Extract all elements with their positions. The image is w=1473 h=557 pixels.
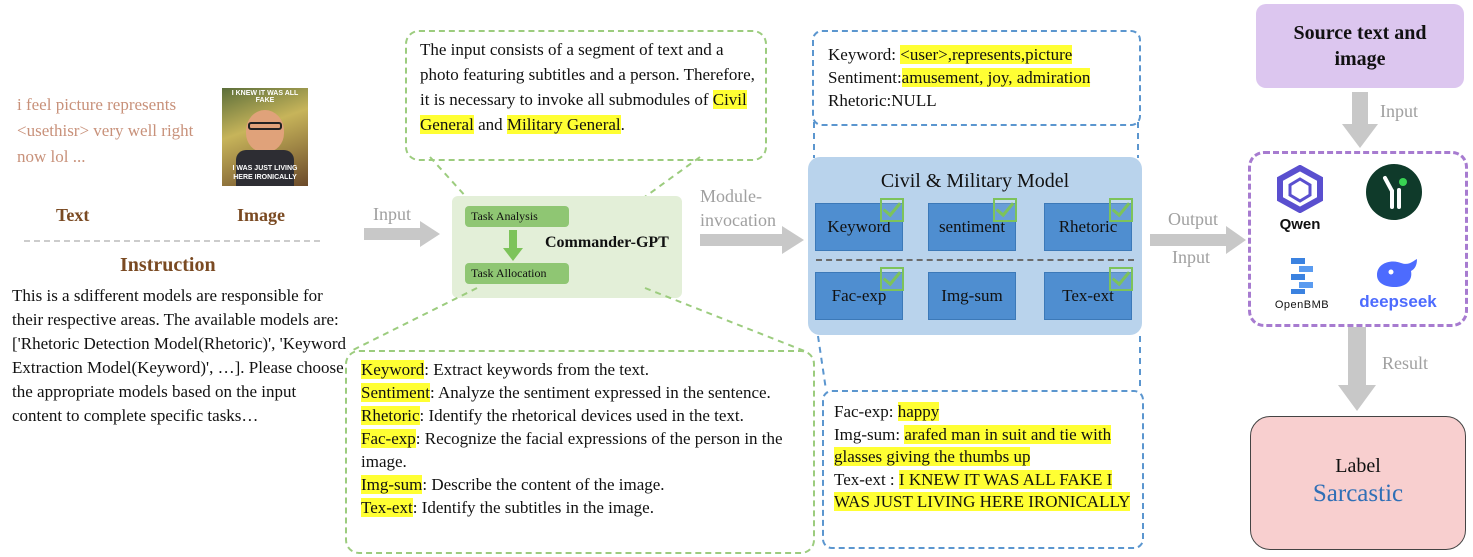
civil-military-title: Civil & Military Model [880,170,1070,192]
task-allocation-box: Task Allocation [465,263,569,284]
keyword-output: Keyword: <user>,represents,picture [828,45,1073,64]
source-down-arrow-icon [1342,92,1378,148]
commander-reasoning: The input consists of a segment of text … [420,40,755,134]
output-arrow-icon [1150,226,1246,254]
deepseek-logo: deepseek [1352,255,1444,312]
input-arrow-label: Input [373,204,411,224]
description-connector [348,287,808,353]
check-icon [880,198,904,222]
deepseek-icon [1377,259,1417,287]
instruction-body: This is a sdifferent models are responsi… [12,286,346,425]
desc-facexp: Fac-exp: Recognize the facial expression… [361,429,783,471]
qwen-label: Qwen [1279,216,1321,233]
reasoning-connector [429,156,701,200]
yi-icon [1366,164,1422,220]
task-analysis-box: Task Analysis [465,206,569,227]
meme-caption-top: I KNEW IT WAS ALL FAKE [231,90,299,104]
result-down-arrow-icon [1338,327,1376,411]
military-general-highlight: Military General [506,115,621,134]
check-icon [1109,267,1133,291]
facexp-output: Fac-exp: happy [834,402,940,421]
openbmb-logo: OpenBMB [1262,258,1342,311]
image-label: Image [237,205,285,225]
instruction-title: Instruction [120,254,216,276]
meme-image: I KNEW IT WAS ALL FAKE I WAS JUST LIVING… [222,88,308,186]
military-module-texext: Tex-ext [1044,267,1133,320]
llm-models-box [1248,151,1468,327]
separator [24,240,320,242]
military-module-imgsum: Img-sum [928,272,1016,320]
task-down-arrow [503,230,523,261]
output-arrow-label: Output [1168,209,1219,229]
check-icon [1109,198,1133,222]
desc-keyword: Keyword: Extract keywords from the text. [361,360,649,379]
module-divider [816,259,1134,261]
civil-module-sentiment: sentiment [928,198,1017,251]
input-arrow-label-2: Input [1172,247,1210,267]
input-arrow-icon [364,221,440,247]
military-module-facexp: Fac-exp [815,267,904,320]
qwen-icon [1277,164,1323,214]
module-description-list: Keyword: Extract keywords from the text.… [361,358,806,519]
commander-reasoning-box [405,30,767,161]
meme-caption-bottom: I WAS JUST LIVING HERE IRONICALLY [232,165,298,181]
source-box-label: Source text and image [1293,22,1427,70]
result-value: Sarcastic [1312,480,1404,507]
desc-sentiment: Sentiment: Analyze the sentiment express… [361,383,771,402]
input-arrow-label-3: Input [1380,101,1418,121]
result-arrow-label: Result [1382,353,1429,373]
civil-module-rhetoric: Rhetoric [1044,198,1133,251]
rhetoric-output: Rhetoric:NULL [828,91,937,110]
desc-imgsum: Img-sum: Describe the content of the ima… [361,475,665,494]
module-description-box [345,350,815,554]
desc-texext: Tex-ext: Identify the subtitles in the i… [361,498,654,517]
sample-text: i feel picture represents <usethisr> ver… [17,95,194,166]
imgsum-output: Img-sum: arafed man in suit and tie with… [834,424,1112,466]
civil-output: Keyword: <user>,represents,picture Senti… [828,43,1133,112]
source-box: Source text and image [1256,4,1464,88]
module-invocation-label: Module- invocation [700,186,776,230]
military-output-connector [817,335,1141,391]
civil-output-box [812,30,1141,126]
military-output-box [822,390,1144,549]
deepseek-label: deepseek [1359,292,1437,311]
openbmb-label: OpenBMB [1274,299,1330,311]
commander-gpt-label: Commander-GPT [545,234,669,251]
result-box: Label Sarcastic [1250,416,1466,550]
module-invocation-arrow-icon [700,226,804,254]
civil-output-connector [813,122,1139,158]
qwen-logo: Qwen [1270,164,1330,233]
yi-logo [1365,163,1423,226]
desc-rhetoric: Rhetoric: Identify the rhetorical device… [361,406,744,425]
civil-module-keyword: Keyword [815,198,904,251]
result-label: Label [1335,455,1381,477]
check-icon [993,198,1017,222]
texext-output: Tex-ext : I KNEW IT WAS ALL FAKE I WAS J… [834,469,1131,511]
openbmb-icon [1291,258,1313,294]
sentiment-output: Sentiment:amusement, joy, admiration [828,68,1091,87]
check-icon [880,267,904,291]
text-label: Text [56,205,90,225]
military-output: Fac-exp: happy Img-sum: arafed man in su… [834,401,1134,514]
